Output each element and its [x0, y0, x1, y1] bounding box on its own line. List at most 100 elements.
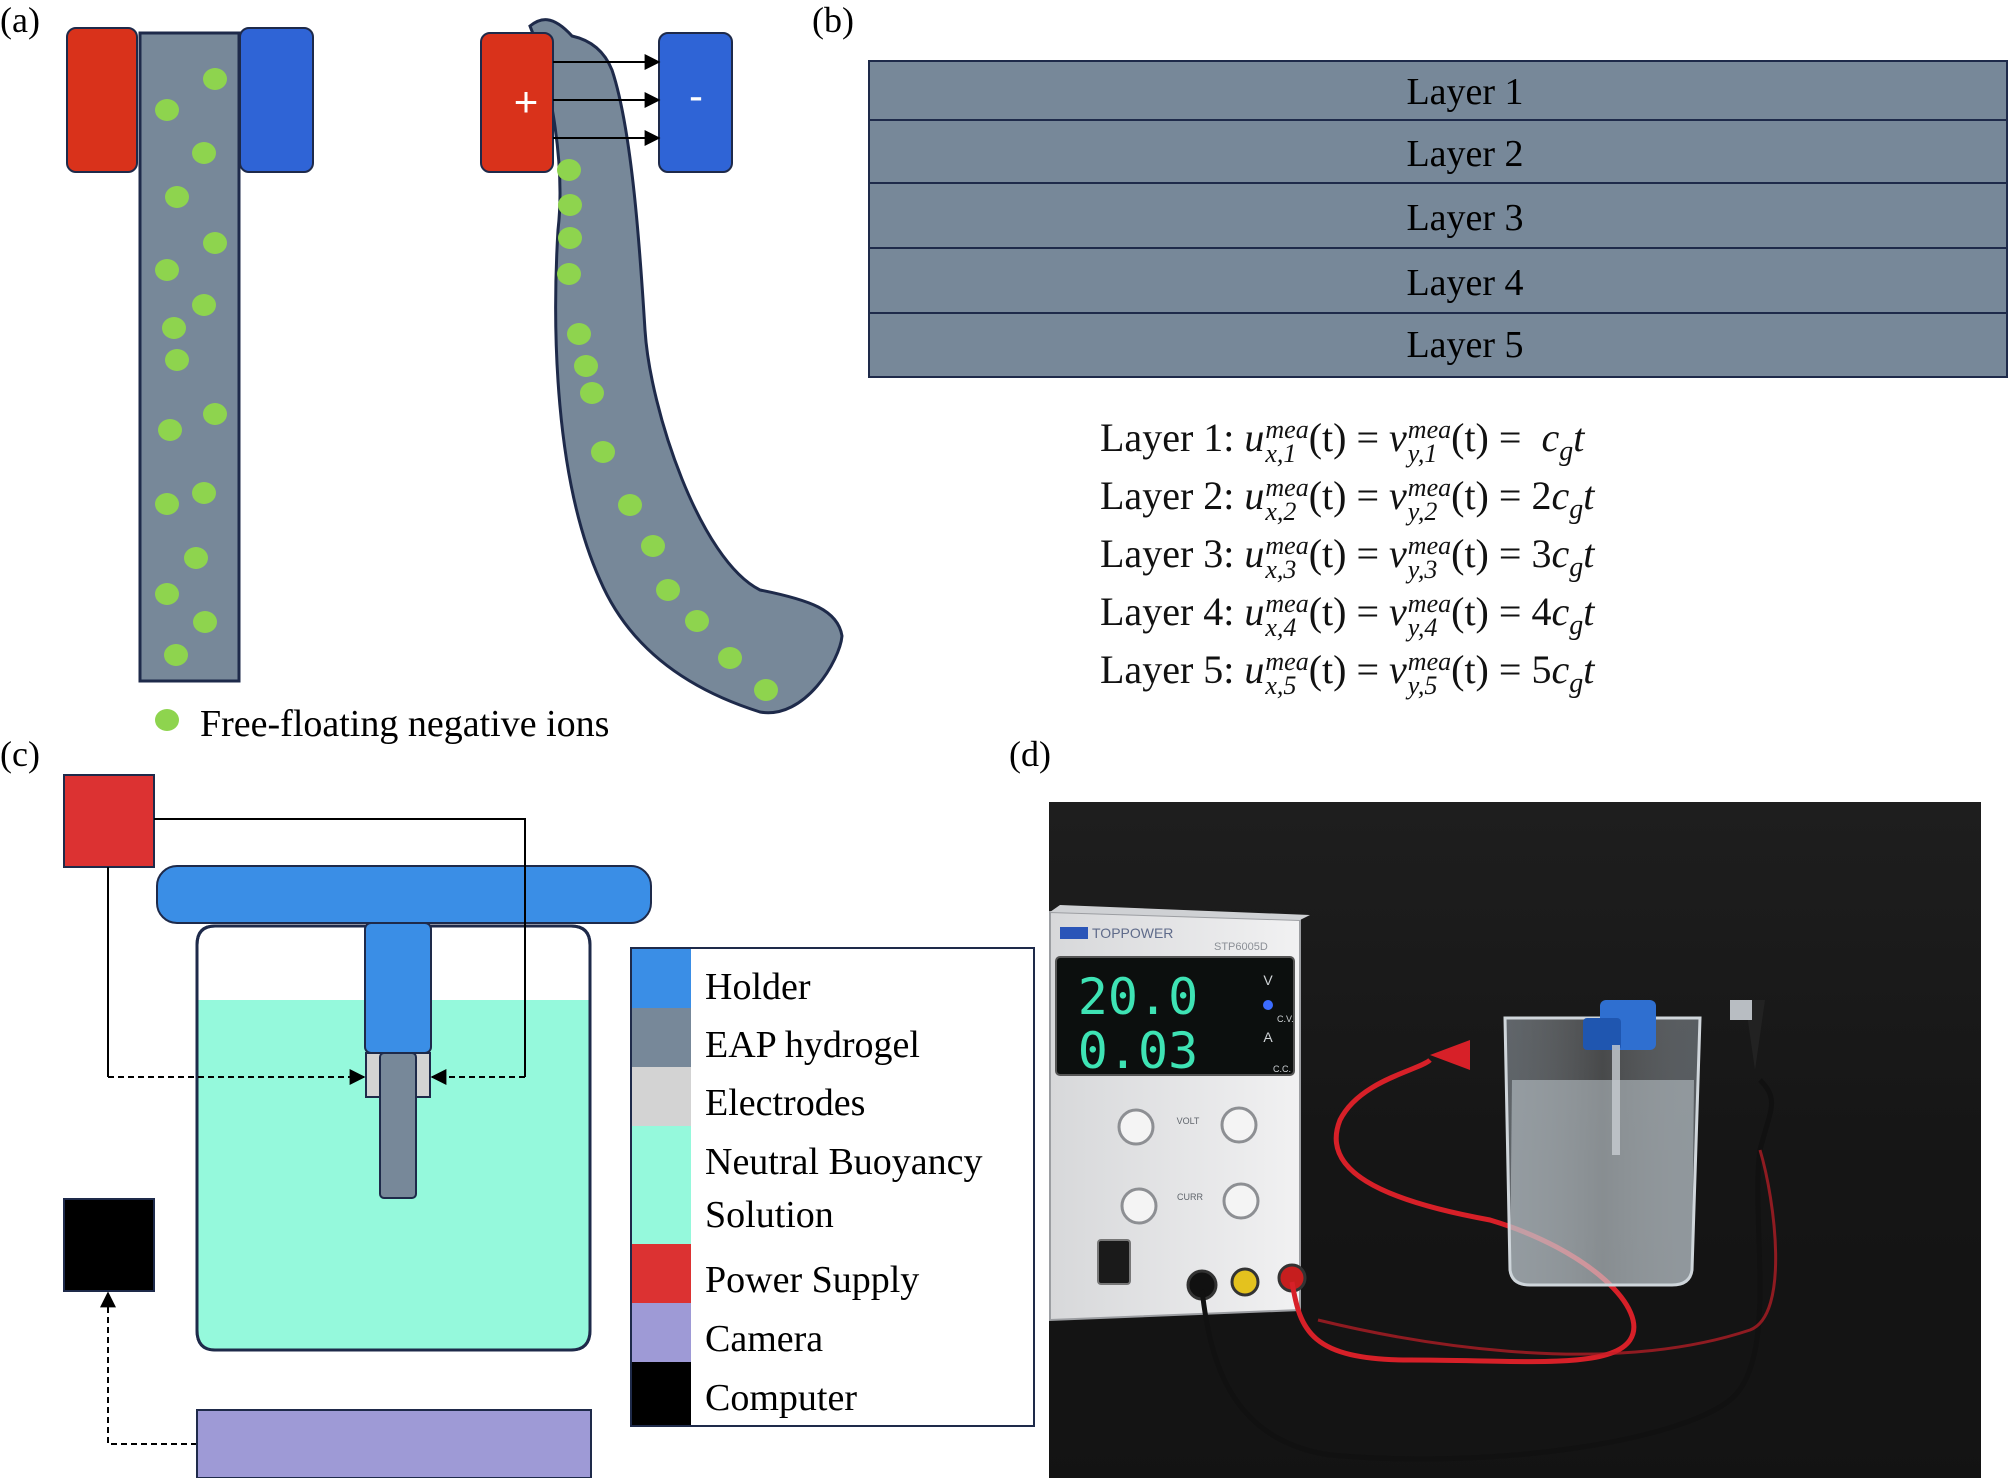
- eq5-sup: mea: [1265, 646, 1309, 676]
- legend-label-electrodes: Electrodes: [705, 1082, 865, 1124]
- eq1-prefix: Layer 1:: [1100, 415, 1235, 460]
- eq3-c: c: [1551, 531, 1570, 576]
- eq3-t-v: (t): [1451, 531, 1489, 576]
- volt-fine-knob[interactable]: [1220, 1106, 1258, 1144]
- eq3-coef: 3: [1531, 531, 1552, 576]
- eq1-t-v: (t): [1451, 415, 1489, 460]
- layer-2-label: Layer 2: [1406, 133, 1523, 175]
- eq4-eq-b: =: [1498, 589, 1522, 634]
- volt-knob-label: VOLT: [1177, 1116, 1200, 1126]
- layer-4-band: [868, 247, 2008, 314]
- eq4-eq-a: =: [1356, 589, 1380, 634]
- ions-bent: [557, 159, 778, 701]
- eq5-c: c: [1551, 647, 1570, 692]
- eq4-u: u: [1244, 589, 1265, 634]
- eq1-sub-v: y,1: [1407, 438, 1438, 468]
- panel-b-label: (b): [812, 0, 854, 40]
- eq4-coef: 4: [1531, 589, 1552, 634]
- eq4-t-v: (t): [1451, 589, 1489, 634]
- layer-1-label: Layer 1: [1406, 71, 1523, 113]
- red-wire: [1289, 1057, 1637, 1365]
- layer-3-label: Layer 3: [1406, 197, 1523, 239]
- cv-label: C.V.: [1277, 1014, 1294, 1024]
- curr-fine-knob[interactable]: [1222, 1182, 1260, 1220]
- legend-label-power: Power Supply: [705, 1259, 919, 1301]
- eq3-sup: mea: [1265, 530, 1309, 560]
- legend-swatch-computer: [632, 1362, 691, 1425]
- amp-unit-label: A: [1263, 1029, 1273, 1045]
- layer-3-band: [868, 182, 2008, 249]
- curr-knob-label: CURR: [1177, 1192, 1203, 1202]
- legend-label-holder: Holder: [705, 966, 811, 1008]
- legend-label-solution: Neutral Buoyancy: [705, 1141, 983, 1183]
- holder-stem: [364, 922, 432, 1054]
- eq4-t: (t): [1308, 589, 1347, 634]
- eq3-u: u: [1244, 531, 1265, 576]
- volt-coarse-knob[interactable]: [1117, 1108, 1155, 1146]
- layer-2-band: [868, 119, 2008, 184]
- eq2-u: u: [1244, 473, 1265, 518]
- eq2-eq-a: =: [1356, 473, 1380, 518]
- cv-indicator: [1263, 1000, 1273, 1010]
- eq3-prefix: Layer 3:: [1100, 531, 1235, 576]
- layer-5-label: Layer 5: [1406, 324, 1523, 366]
- legend-label-hydrogel: EAP hydrogel: [705, 1024, 920, 1066]
- eq4-c: c: [1551, 589, 1570, 634]
- eq4-sup: mea: [1265, 588, 1309, 618]
- ions-straight: [155, 68, 227, 666]
- beaker: [1430, 1000, 1765, 1287]
- eq2-sup-v: mea: [1407, 472, 1452, 502]
- field-arrows: [553, 54, 661, 146]
- brand-logo: [1060, 927, 1088, 939]
- eq5-t-v: (t): [1451, 647, 1489, 692]
- eap-hydrogel-sample: [379, 1052, 417, 1199]
- eq4-sub-u: x,4: [1265, 612, 1297, 642]
- minus-sign: -: [689, 72, 703, 119]
- eq3-g: g: [1569, 552, 1584, 583]
- legend-label-computer: Computer: [705, 1377, 857, 1419]
- layer-4-label: Layer 4: [1406, 262, 1523, 304]
- ion-legend-text: Free-floating negative ions: [200, 703, 609, 745]
- eq1-sup: mea: [1265, 414, 1309, 444]
- legend-label-solution-2: Solution: [705, 1194, 834, 1236]
- computer-box: [63, 1198, 155, 1292]
- cc-label: C.C.: [1273, 1064, 1291, 1074]
- eq5-eq-a: =: [1356, 647, 1380, 692]
- eq4-sub-v: y,4: [1407, 612, 1438, 642]
- eq3-sup-v: mea: [1407, 530, 1452, 560]
- eq3-sub-u: x,3: [1265, 554, 1297, 584]
- eq5-sub-v: y,5: [1407, 670, 1438, 700]
- eq4-rt: t: [1583, 589, 1595, 634]
- layer-stack: Layer 1 Layer 2 Layer 3 Layer 4 Layer 5: [868, 60, 2008, 378]
- eq4-v: v: [1389, 589, 1407, 634]
- red-clip: [1430, 1040, 1470, 1070]
- hydrogel-strip: [1612, 1045, 1620, 1155]
- eq2-g: g: [1569, 494, 1584, 525]
- bent-hydrogel: [528, 18, 844, 715]
- power-switch[interactable]: [1097, 1239, 1131, 1285]
- eq4-prefix: Layer 4:: [1100, 589, 1235, 634]
- model-text: STP6005D: [1214, 941, 1268, 953]
- plus-sign: +: [514, 78, 539, 125]
- eq5-t: (t): [1308, 647, 1347, 692]
- eq1-sup-v: mea: [1407, 414, 1452, 444]
- eq5-coef: 5: [1531, 647, 1552, 692]
- eq3-sub-v: y,3: [1407, 554, 1438, 584]
- legend-swatch-solution: [632, 1126, 691, 1244]
- curr-coarse-knob[interactable]: [1120, 1187, 1158, 1225]
- panel-c-legend: Holder EAP hydrogel Electrodes Neutral B…: [630, 947, 1035, 1427]
- volt-unit-label: V: [1263, 972, 1273, 988]
- eq1-v: v: [1389, 415, 1407, 460]
- legend-swatch-camera: [632, 1303, 691, 1362]
- eq5-eq-b: =: [1498, 647, 1522, 692]
- eq2-sup: mea: [1265, 472, 1309, 502]
- legend-swatch-hydrogel: [632, 1008, 691, 1067]
- eq1-eq-b: =: [1498, 415, 1522, 460]
- layer-1-band: [868, 60, 2008, 121]
- eq1-t: (t): [1308, 415, 1347, 460]
- eq5-u: u: [1244, 647, 1265, 692]
